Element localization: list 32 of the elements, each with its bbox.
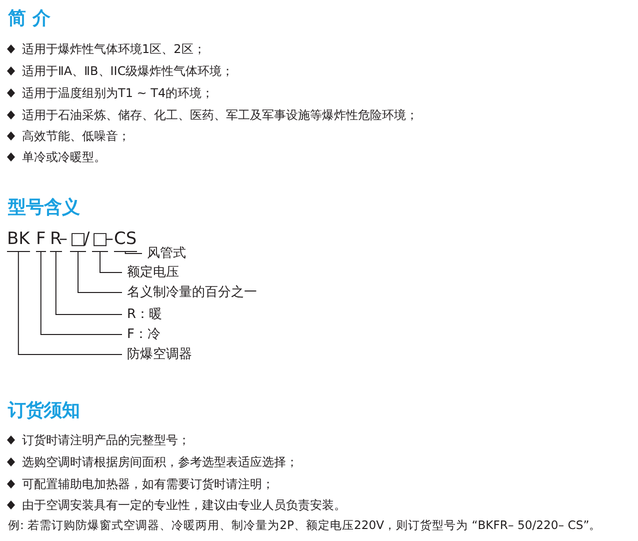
code-meaning: R：暖 xyxy=(122,308,162,321)
bullet-text: 单冷或冷暖型。 xyxy=(22,151,106,163)
section-heading: 订货须知 xyxy=(8,402,80,420)
leader-line xyxy=(18,252,122,355)
section-heading: 简 介 xyxy=(8,10,50,28)
bullet-text: 订货时请注明产品的完整型号； xyxy=(22,434,190,446)
bullet-text: 适用于温度组别为T1 ~ T4的环境； xyxy=(22,87,214,99)
code-segment: F xyxy=(36,231,46,252)
leader-line xyxy=(40,252,122,335)
code-meaning: F：冷 xyxy=(122,328,160,341)
bullet-text: 由于空调安装具有一定的专业性，建议由专业人员负责安装。 xyxy=(22,499,346,511)
section-heading: 型号含义 xyxy=(8,199,80,217)
bullet-text: 选购空调时请根据房间面积，参考选型表适应选择； xyxy=(22,456,298,468)
bullet-text: 可配置辅助电加热器，如有需要订货时请注明； xyxy=(22,478,274,490)
leader-line xyxy=(78,252,122,293)
code-meaning: 防爆空调器 xyxy=(122,348,192,361)
code-segment: BK xyxy=(7,231,30,252)
leader-line xyxy=(55,252,122,315)
code-segment: R xyxy=(50,231,62,252)
leader-line xyxy=(124,252,142,254)
code-meaning: 名义制冷量的百分之一 xyxy=(122,286,257,299)
code-meaning: 额定电压 xyxy=(122,266,179,279)
code-segment: □ xyxy=(92,231,108,252)
bullet-text: 适用于ⅡA、ⅡB、IIC级爆炸性气体环境； xyxy=(22,65,234,77)
code-segment: CS xyxy=(114,231,137,252)
bullet-text: 适用于爆炸性气体环境1区、2区； xyxy=(22,43,206,55)
example-text: 例: 若需订购防爆窗式空调器、冷暖两用、制冷量为2P、额定电压220V，则订货型号为 “BKFR– 50/220– CS”。 xyxy=(8,520,602,532)
bullet-text: 适用于石油采炼、储存、化工、医药、军工及军事设施等爆炸性危险环境； xyxy=(22,109,418,121)
separator-text: / xyxy=(84,231,90,248)
code-meaning: 风管式 xyxy=(142,247,186,260)
leader-line xyxy=(100,252,122,273)
bullet-text: 高效节能、低噪音； xyxy=(22,130,130,142)
